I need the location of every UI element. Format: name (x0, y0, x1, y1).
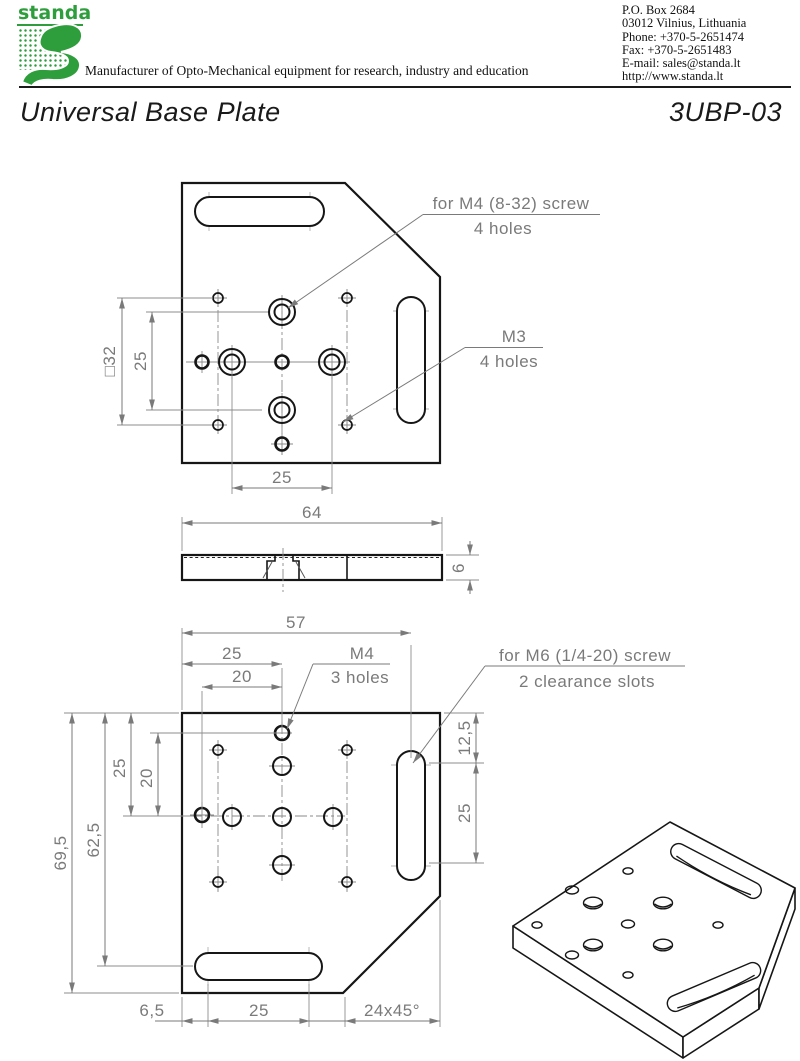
contact-website: http://www.standa.lt (622, 69, 724, 84)
bottom-view-holes (193, 724, 353, 888)
side-view-notch (262, 548, 348, 592)
annotation-m6-screw-line2: 2 clearance slots (519, 672, 655, 691)
bottom-view-dimensions: 57 25 20 12,5 25 69,5 62,5 25 20 6,5 25 … (51, 613, 484, 1027)
side-view: 64 6 (180, 503, 479, 594)
company-tagline: Manufacturer of Opto-Mechanical equipmen… (85, 63, 529, 78)
bottom-view-right-slot (396, 750, 426, 881)
bottom-view-bottom-slot (194, 952, 323, 981)
standa-logo: standa (17, 2, 91, 86)
logo-wordmark: standa (18, 2, 92, 24)
header-divider (19, 86, 791, 88)
contact-email: E-mail: sales@standa.lt (622, 56, 741, 71)
side-view-dimensions: 64 6 (181, 503, 479, 594)
dim-label-6-5: 6,5 (139, 1001, 164, 1020)
bottom-view-plate-outline (180, 711, 442, 995)
top-view: □32 25 25 for M4 (8-32) screw 4 holes M3… (100, 181, 600, 494)
dim-label-57: 57 (286, 613, 306, 632)
top-view-plate-outline (180, 181, 442, 465)
dim-label-top-20: 20 (232, 667, 252, 686)
page-title: Universal Base Plate (20, 97, 281, 127)
dim-label-right-25: 25 (455, 803, 474, 823)
top-view-holes (194, 292, 353, 452)
dim-label-62-5: 62,5 (84, 822, 103, 857)
logo-s-icon (20, 23, 84, 86)
annotation-m4-screw-line1: for M4 (8-32) screw (433, 194, 590, 213)
top-view-right-slot (396, 296, 426, 424)
bottom-view-annotations: M4 3 holes for M6 (1/4-20) screw 2 clear… (284, 644, 685, 765)
dim-label-left-25: 25 (110, 758, 129, 778)
isometric-top-face (512, 821, 796, 1038)
annotation-m4-screw-line2: 4 holes (474, 219, 532, 238)
top-view-top-slot (194, 196, 325, 227)
annotation-m3-line2: 4 holes (480, 352, 538, 371)
dim-label-6: 6 (449, 563, 468, 573)
dim-label-12-5: 12,5 (455, 720, 474, 755)
contact-block: P.O. Box 2684 03012 Vilnius, Lithuania P… (622, 3, 747, 84)
annotation-m4-3holes-line1: M4 (350, 644, 375, 663)
dim-label-chamfer: 24x45° (364, 1001, 420, 1020)
contact-po-box: P.O. Box 2684 (622, 3, 695, 17)
dim-label-left-20: 20 (137, 768, 156, 788)
isometric-slots (666, 842, 762, 1013)
contact-phone: Phone: +370-5-2651474 (622, 29, 744, 44)
annotation-m4-3holes-line2: 3 holes (331, 668, 389, 687)
dim-label-64: 64 (302, 503, 322, 522)
isometric-holes (531, 867, 724, 979)
dim-label-bottom-25: 25 (249, 1001, 269, 1020)
isometric-view (512, 821, 796, 1059)
side-view-outline (180, 553, 444, 582)
bottom-view: 57 25 20 12,5 25 69,5 62,5 25 20 6,5 25 … (51, 613, 685, 1027)
dim-label-top-v25: 25 (131, 351, 150, 371)
dim-label-top-h25: 25 (272, 468, 292, 487)
top-view-dimensions: □32 25 25 (100, 297, 333, 494)
annotation-m6-screw-line1: for M6 (1/4-20) screw (499, 646, 671, 665)
annotation-m3-line1: M3 (502, 327, 527, 346)
logo-underline (17, 24, 83, 26)
technical-drawing: □32 25 25 for M4 (8-32) screw 4 holes M3… (51, 181, 796, 1059)
contact-fax: Fax: +370-5-2651483 (622, 42, 732, 57)
part-number: 3UBP-03 (668, 97, 782, 127)
contact-city: 03012 Vilnius, Lithuania (622, 16, 747, 31)
dim-label-69-5: 69,5 (51, 835, 70, 870)
top-view-annotations: for M4 (8-32) screw 4 holes M3 4 holes (286, 194, 600, 425)
dim-label-top-25: 25 (222, 644, 242, 663)
dim-label-square32: □32 (100, 346, 119, 377)
